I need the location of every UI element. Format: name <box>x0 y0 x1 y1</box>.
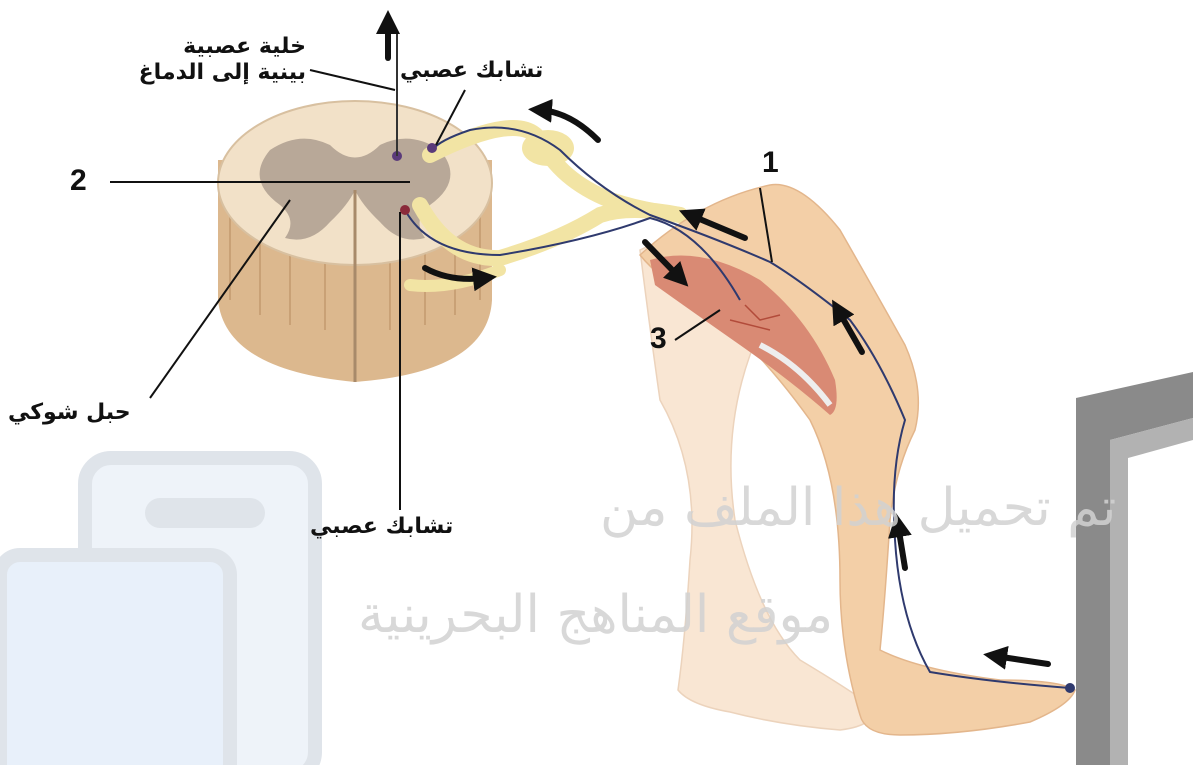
number-1: 1 <box>762 146 779 180</box>
number-2: 2 <box>70 164 87 198</box>
label-synapse-bottom: تشابك عصبي <box>310 514 453 540</box>
label-interneuron: خلية عصبية بينية إلى الدماغ <box>110 34 306 87</box>
table <box>1076 372 1193 765</box>
watermark-line-1: تم تحميل هذا الملف من <box>600 478 1116 538</box>
watermark-line-2: موقع المناهج البحرينية <box>358 585 833 645</box>
number-3: 3 <box>650 322 667 356</box>
watermark-logo <box>0 458 315 765</box>
label-synapse-top: تشابك عصبي <box>400 58 543 84</box>
leader-interneuron <box>310 70 395 90</box>
arrow-foot <box>995 656 1048 664</box>
label-spinal-cord: حبل شوكي <box>8 400 131 426</box>
